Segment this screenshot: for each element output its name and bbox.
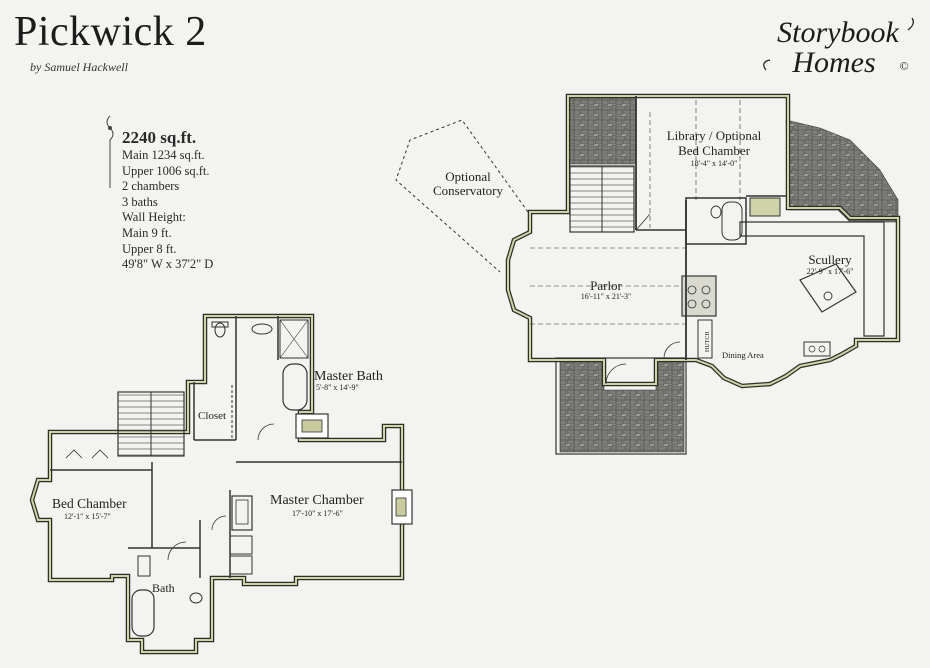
main-floor-labels: Library / Optional Bed Chamber 18'-4" x …: [433, 128, 853, 360]
stat-upper: Upper 1006 sq.ft.: [122, 163, 210, 178]
room-closet: Closet: [198, 410, 226, 422]
hutch-label: HUTCH: [705, 331, 711, 352]
room-bed-chamber: Bed Chamber: [52, 496, 127, 511]
plan-author: by Samuel Hackwell: [30, 60, 128, 74]
upper-floor-labels: Master Bath 5'-8" x 14'-9" Closet Bed Ch…: [52, 369, 383, 595]
room-scullery-size: 22'-9" x 17'-6": [807, 267, 854, 276]
stat-dimensions: 49'8" W x 37'2" D: [122, 257, 214, 272]
room-library: Library / Optional: [667, 128, 762, 143]
storybook-homes-logo: Storybook Homes ©: [763, 16, 914, 79]
room-parlor: Parlor: [590, 278, 622, 293]
room-bed-chamber-size: 12'-1" x 15'-7": [64, 512, 111, 521]
stat-main-wall: Main 9 ft.: [122, 225, 172, 240]
stats-block: 2240 sq.ft. Main 1234 sq.ft. Upper 1006 …: [122, 128, 213, 273]
optional-conservatory-label: Conservatory: [433, 183, 504, 198]
room-master-bath-size: 5'-8" x 14'-9": [316, 383, 359, 392]
logo-line1: Storybook: [777, 16, 899, 49]
room-master-bath: Master Bath: [314, 369, 383, 384]
stat-chambers: 2 chambers: [122, 179, 180, 194]
room-bath: Bath: [152, 581, 175, 595]
room-dining-area: Dining Area: [722, 350, 764, 360]
logo-mark: ©: [899, 59, 908, 73]
stat-baths: 3 baths: [122, 194, 158, 209]
room-master-chamber: Master Chamber: [270, 493, 364, 508]
logo-line2: Homes: [791, 46, 875, 79]
room-master-chamber-size: 17'-10" x 17'-6": [292, 509, 343, 518]
stat-upper-wall: Upper 8 ft.: [122, 241, 177, 256]
stat-wall-height: Wall Height:: [122, 210, 186, 225]
upper-floor-plan: [29, 313, 413, 655]
room-scullery: Scullery: [808, 252, 852, 267]
stat-main: Main 1234 sq.ft.: [122, 148, 205, 162]
room-parlor-size: 16'-11" x 21'-3": [581, 292, 631, 301]
plan-title: Pickwick 2: [14, 9, 207, 55]
room-library-line2: Bed Chamber: [678, 143, 751, 158]
room-library-size: 18'-4" x 14'-0": [691, 159, 738, 168]
stat-total: 2240 sq.ft.: [122, 128, 197, 147]
flourish-icon: [106, 115, 114, 188]
optional-label-1: Optional: [445, 169, 491, 184]
main-floor-plan: [395, 93, 901, 455]
